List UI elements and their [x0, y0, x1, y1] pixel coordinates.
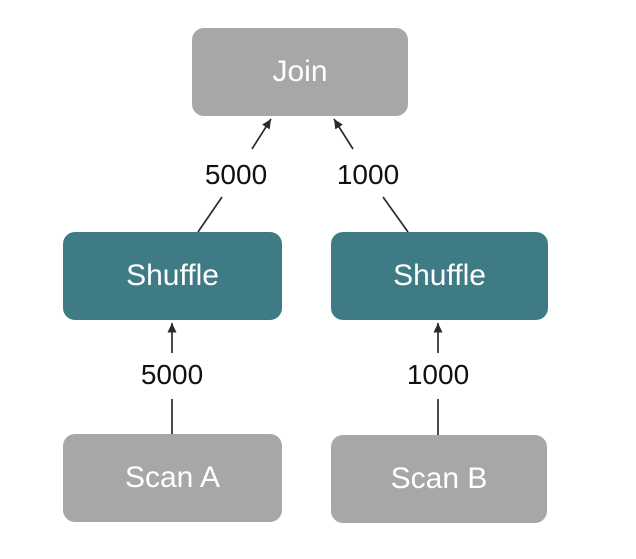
node-label: Scan B	[390, 462, 488, 495]
edge-label-shuffle-left-to-join: 5000	[204, 159, 268, 190]
node-label: Shuffle	[393, 259, 486, 292]
node-label: Scan A	[124, 461, 221, 494]
node-label: Join	[272, 55, 328, 88]
edge-label-shuffle-right-to-join: 1000	[336, 159, 400, 190]
node-scan-b: Scan B	[331, 435, 547, 523]
edge-label-scan-b-to-shuffle-right: 1000	[406, 359, 470, 390]
edge-shuffle-left-to-label	[197, 196, 223, 233]
edge-shuffle-right-to-label	[382, 196, 409, 233]
arrow-shuffle-right-to-join	[333, 118, 354, 150]
node-join: Join	[192, 28, 408, 116]
arrow-shuffle-left-to-join	[251, 118, 272, 150]
node-shuffle-left: Shuffle	[63, 232, 282, 320]
node-label: Shuffle	[126, 259, 219, 292]
node-scan-a: Scan A	[63, 434, 282, 522]
node-shuffle-right: Shuffle	[331, 232, 548, 320]
edge-label-scan-a-to-shuffle-left: 5000	[140, 359, 204, 390]
